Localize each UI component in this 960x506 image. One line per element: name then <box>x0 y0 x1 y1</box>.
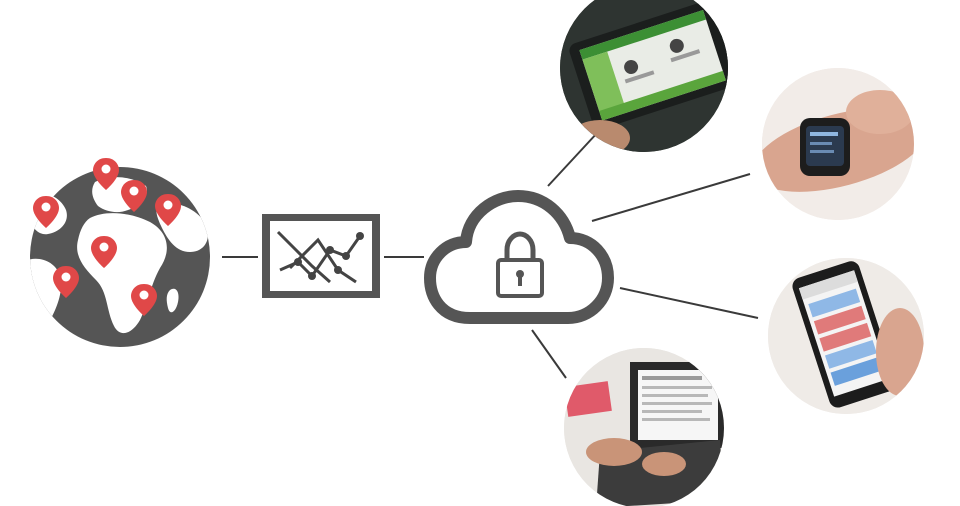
edge-cloud-laptop <box>531 329 567 379</box>
edge-cloud-smartwatch <box>591 173 751 222</box>
laptop-photo <box>564 348 724 506</box>
tablet-photo <box>560 0 728 152</box>
secure-cloud-lock-icon <box>424 190 614 324</box>
location-pins <box>33 158 181 316</box>
connectors <box>222 131 759 379</box>
line-chart-icon <box>262 214 380 298</box>
smartphone-photo <box>768 258 924 414</box>
smartwatch-photo <box>762 68 914 220</box>
globe-icon <box>30 158 210 347</box>
edge-cloud-smartphone <box>619 287 759 319</box>
edge-cloud-tablet <box>547 131 599 187</box>
